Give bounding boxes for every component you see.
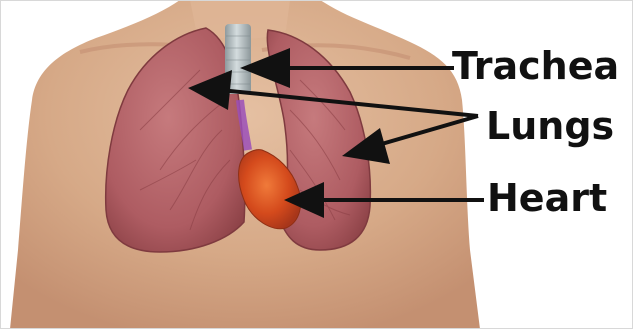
label-trachea: Trachea (452, 44, 619, 88)
label-heart: Heart (487, 176, 607, 220)
label-lungs: Lungs (486, 104, 614, 148)
